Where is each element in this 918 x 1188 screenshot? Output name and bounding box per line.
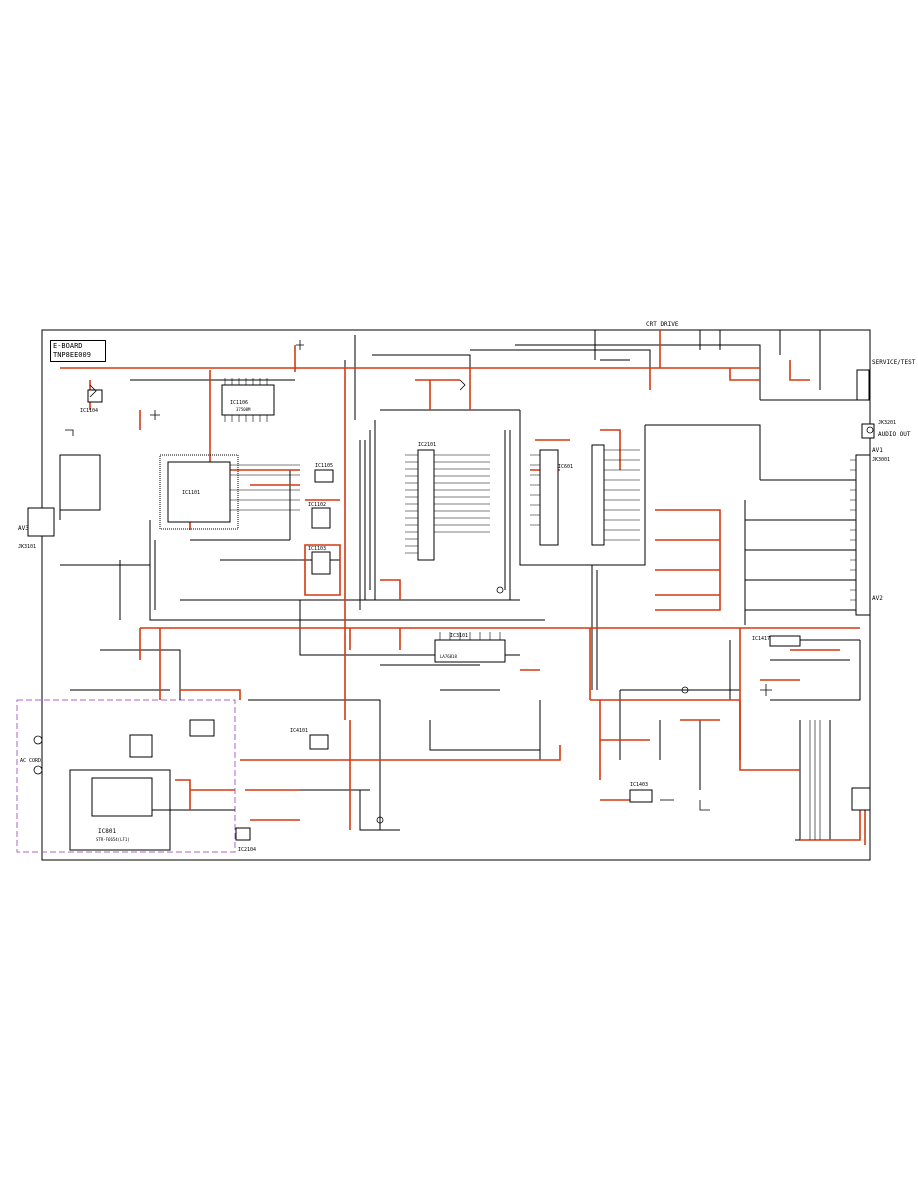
ic2104-chip bbox=[235, 827, 251, 841]
ic3101-label: IC3101 bbox=[450, 633, 468, 639]
ic801-part: STR-F6654(LF1) bbox=[96, 837, 130, 842]
jk3201-label: JK3201 bbox=[878, 420, 896, 426]
ic801-label: IC801 bbox=[98, 828, 116, 835]
ic1403-label: IC1403 bbox=[630, 782, 648, 788]
ic1101-pins bbox=[159, 454, 239, 530]
audio-out-jack bbox=[861, 423, 875, 439]
ic1103-chip bbox=[311, 551, 331, 575]
jk3101-label: JK3101 bbox=[18, 544, 36, 550]
ac-cord-label: AC CORD bbox=[20, 758, 41, 764]
board-part-number: TNP8EE009 bbox=[53, 351, 91, 359]
service-test-connector bbox=[856, 369, 870, 401]
ic4101-chip bbox=[309, 734, 329, 750]
ic1104-label: IC1104 bbox=[80, 408, 98, 414]
audio-out-label: AUDIO OUT bbox=[878, 431, 911, 438]
ic1102-chip bbox=[311, 507, 331, 529]
ic2101-chip bbox=[417, 449, 435, 561]
ic3101-part: LA76818 bbox=[440, 654, 457, 659]
ic1105-chip bbox=[314, 469, 334, 483]
ic801-module bbox=[69, 769, 171, 851]
crt-drive-label: CRT DRIVE bbox=[646, 321, 679, 328]
crt-connector bbox=[851, 787, 871, 811]
av-switch-block bbox=[59, 454, 101, 511]
service-test-label: SERVICE/TEST bbox=[872, 359, 916, 366]
av3-label: AV3 bbox=[18, 525, 29, 532]
ic1106-label: IC1106 bbox=[230, 400, 248, 406]
ic1105-label: IC1105 bbox=[315, 463, 333, 469]
ic2101-label: IC2101 bbox=[418, 442, 436, 448]
av2-label: AV2 bbox=[872, 595, 883, 602]
ic1101-label: IC1101 bbox=[182, 490, 200, 496]
board-title-box: E-BOARD TNP8EE009 bbox=[50, 340, 106, 362]
ic601-chip bbox=[539, 449, 559, 546]
pin-ticks bbox=[224, 378, 856, 840]
ic1102-label: IC1102 bbox=[308, 502, 326, 508]
ic1106-chip bbox=[221, 384, 275, 416]
ic801-chip bbox=[91, 777, 153, 817]
ic1101-chip bbox=[167, 461, 231, 523]
ic2104-label: IC2104 bbox=[238, 847, 256, 853]
av1-label: AV1 bbox=[872, 447, 883, 454]
ic1417-label: IC1417 bbox=[752, 636, 770, 642]
power-traces bbox=[60, 330, 866, 845]
ic1103-label: IC1103 bbox=[308, 546, 326, 552]
av-connector-block bbox=[855, 454, 871, 616]
ic1417-chip bbox=[769, 635, 801, 647]
ic1106-part: 37508M bbox=[236, 407, 251, 412]
jk3001-label: JK3001 bbox=[872, 457, 890, 463]
power-transformer bbox=[189, 719, 215, 737]
board-name: E-BOARD bbox=[53, 342, 83, 350]
ic4101-label: IC4101 bbox=[290, 728, 308, 734]
bridge-rectifier bbox=[129, 734, 153, 758]
av3-connector bbox=[27, 507, 55, 537]
ic601-label: IC601 bbox=[558, 464, 573, 470]
ic1403-chip bbox=[629, 789, 653, 803]
component-symbols bbox=[33, 340, 874, 824]
ic601-pins-right bbox=[591, 444, 605, 546]
power-section-border bbox=[16, 699, 236, 853]
